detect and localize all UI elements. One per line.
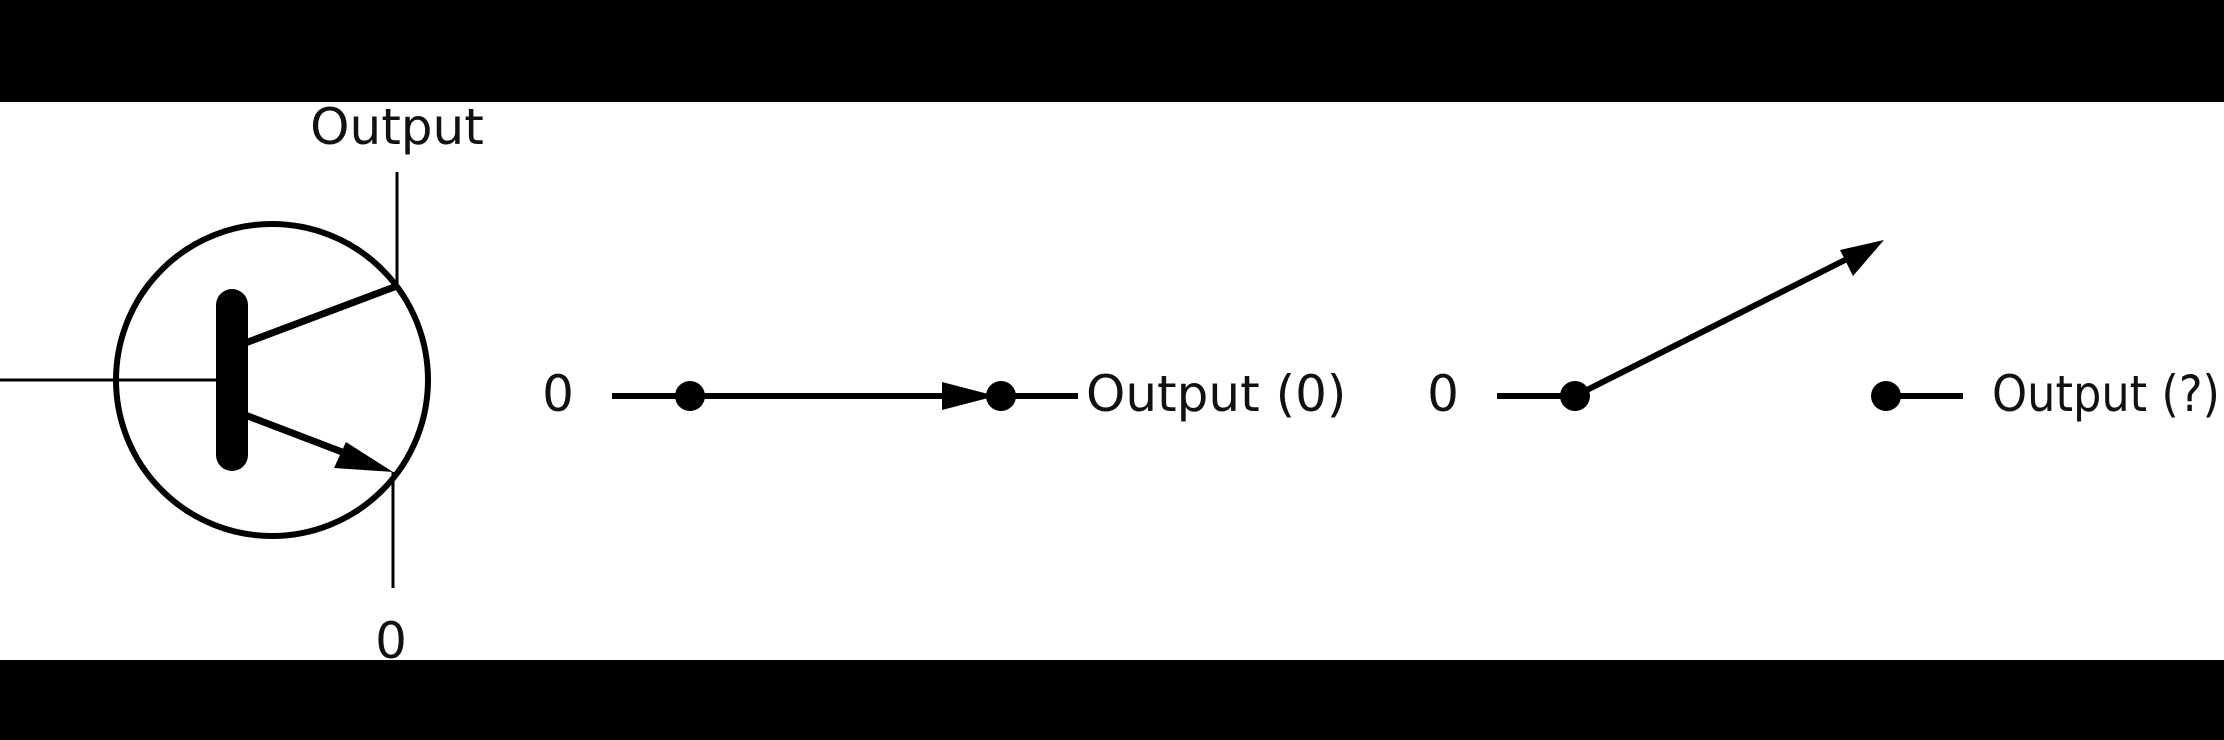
closed-switch: 0 Output (0) bbox=[542, 365, 1346, 423]
collector-arm bbox=[230, 282, 399, 352]
bottom-letterbox bbox=[0, 660, 2224, 740]
open-switch-arrowhead bbox=[1840, 240, 1884, 276]
collector-output-label: Output bbox=[310, 98, 484, 156]
open-switch-input-label: 0 bbox=[1427, 365, 1459, 423]
closed-switch-output-label: Output (0) bbox=[1086, 365, 1346, 423]
closed-switch-arrowhead bbox=[942, 382, 996, 410]
closed-switch-input-label: 0 bbox=[542, 365, 574, 423]
diagram-canvas bbox=[0, 102, 2224, 660]
transistor-symbol: Output 0 bbox=[0, 98, 484, 670]
open-switch-blade bbox=[1573, 257, 1847, 399]
open-switch-output-label: Output (?) bbox=[1992, 365, 2220, 423]
emitter-arrowhead bbox=[334, 442, 393, 472]
top-letterbox bbox=[0, 0, 2224, 102]
open-switch: 0 Output (?) bbox=[1427, 240, 2220, 423]
emitter-arm bbox=[230, 406, 352, 459]
emitter-ground-label: 0 bbox=[375, 612, 407, 670]
